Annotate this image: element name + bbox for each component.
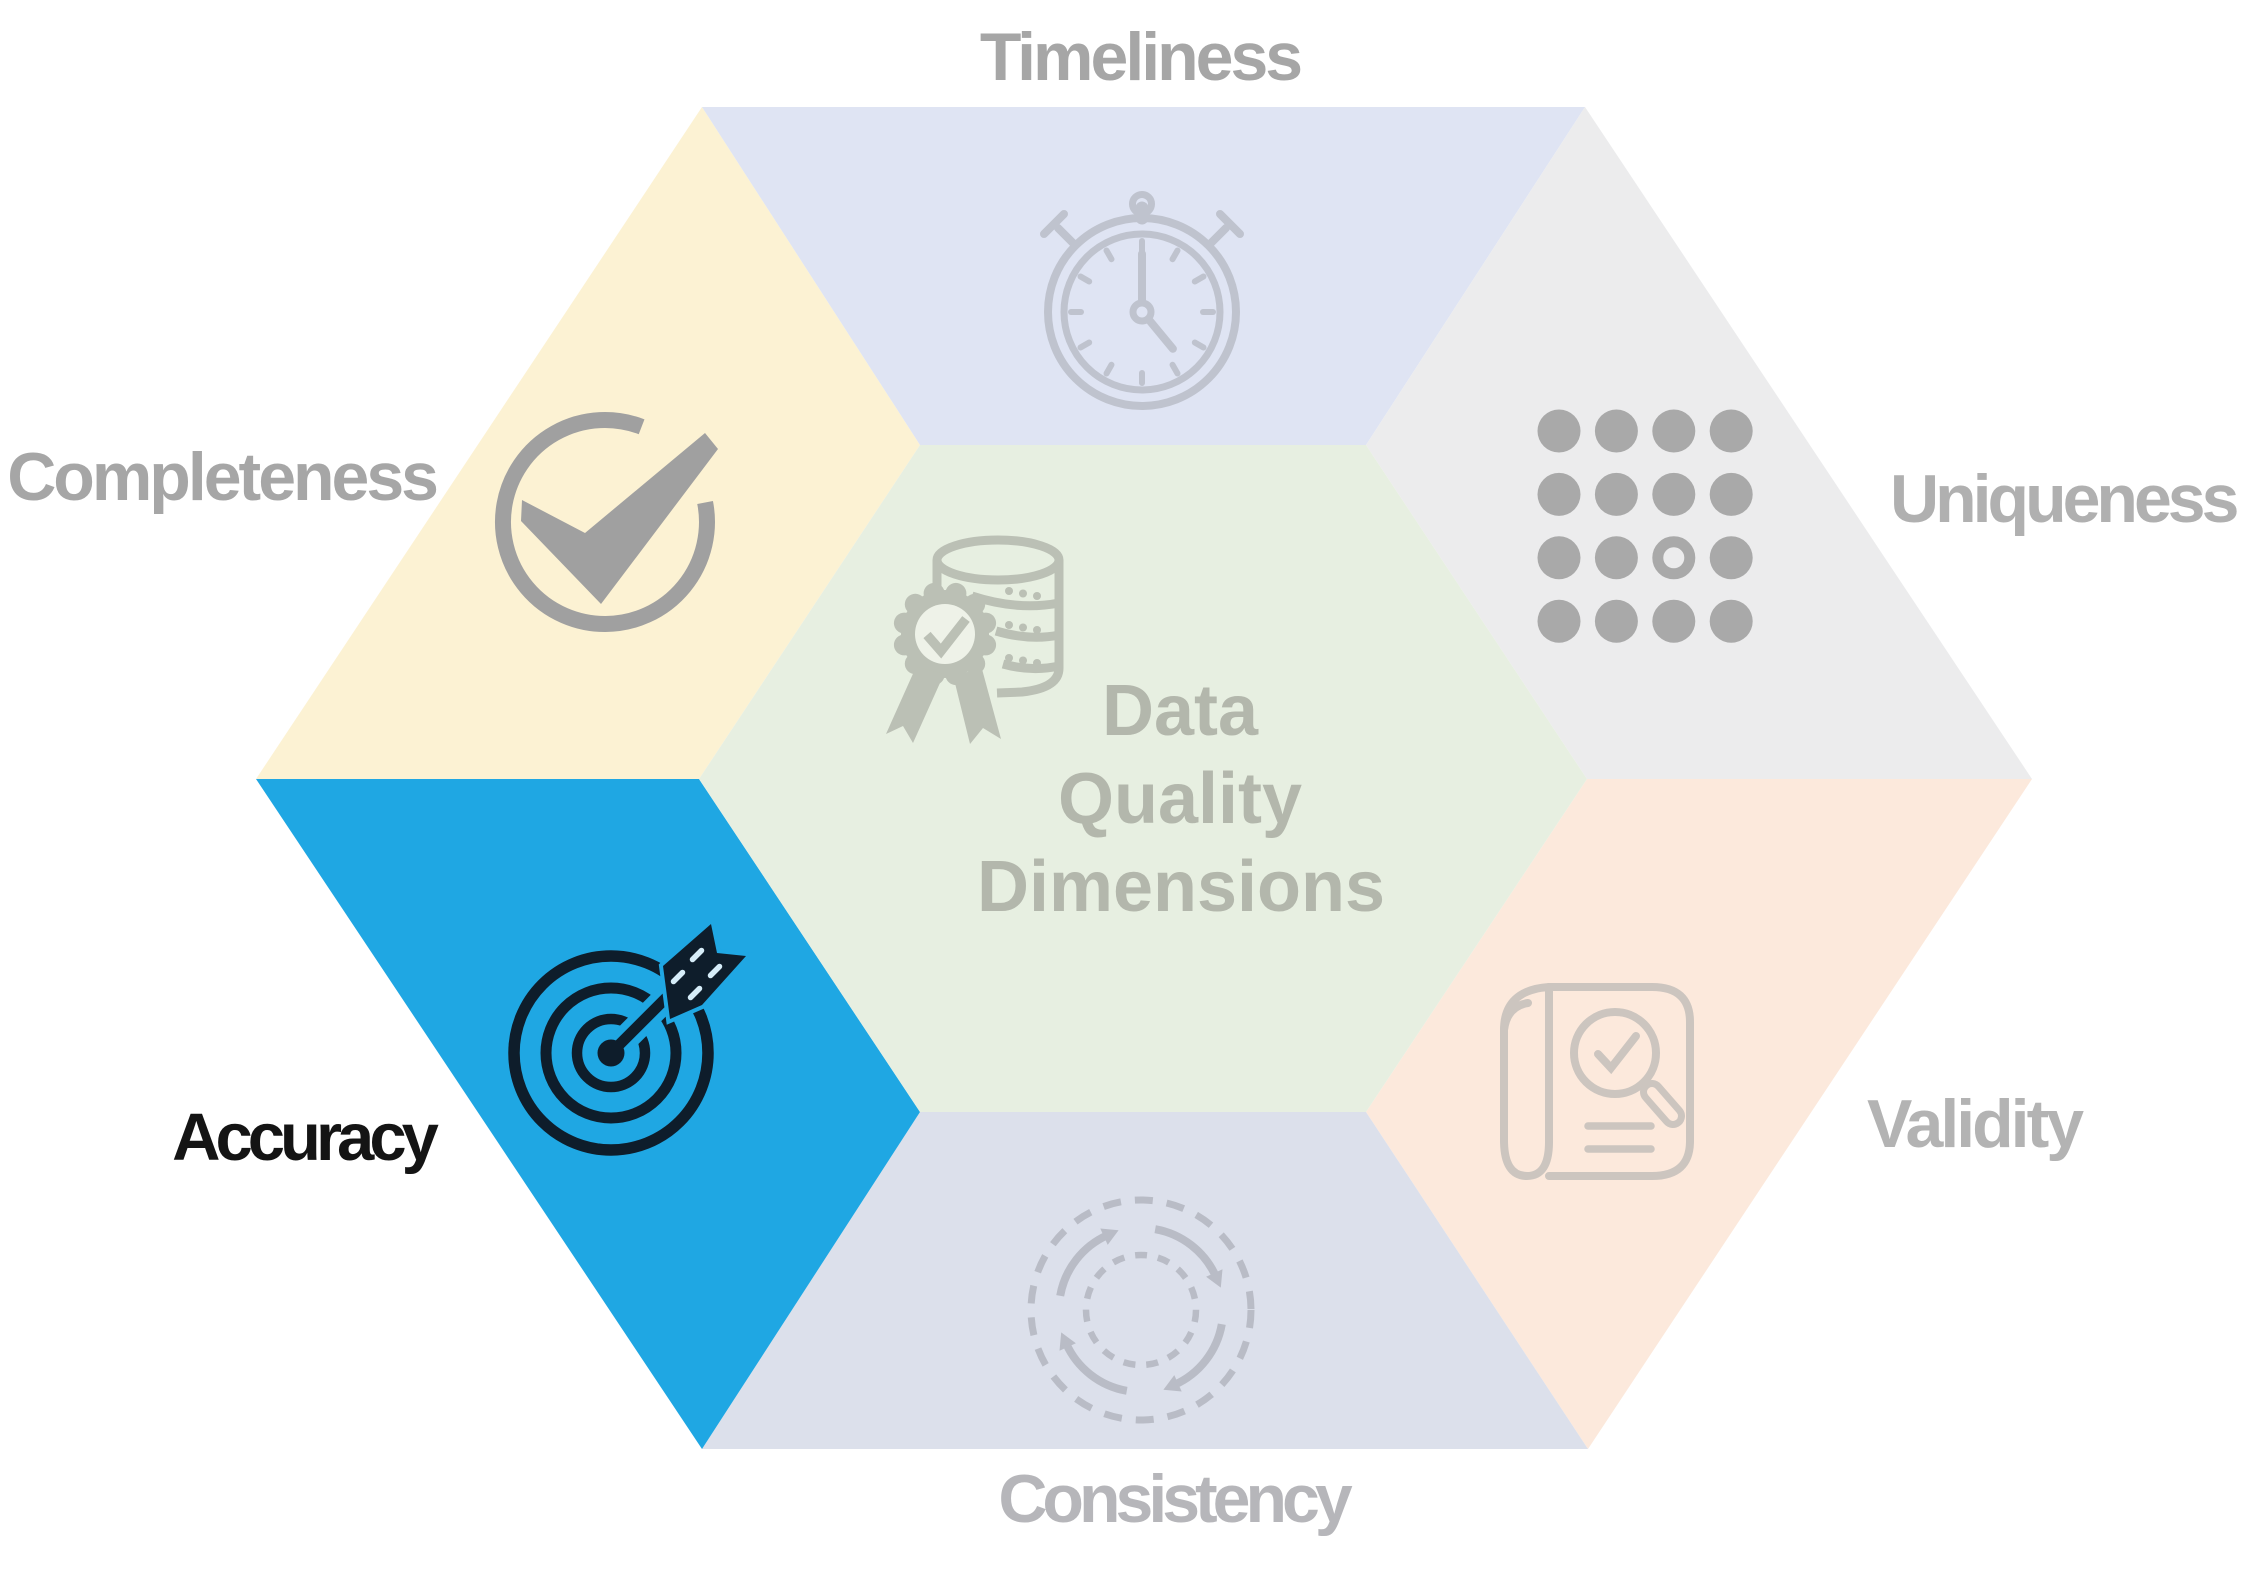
svg-text:Accuracy: Accuracy (172, 1100, 438, 1175)
svg-text:Uniqueness: Uniqueness (1890, 461, 2238, 537)
svg-text:Validity: Validity (1867, 1086, 2084, 1162)
svg-text:Dimensions: Dimensions (977, 847, 1385, 927)
svg-text:Timeliness: Timeliness (980, 19, 1301, 95)
svg-text:Consistency: Consistency (998, 1461, 1353, 1537)
svg-text:Quality: Quality (1058, 759, 1302, 839)
svg-text:Completeness: Completeness (7, 439, 437, 515)
svg-text:Data: Data (1102, 671, 1259, 751)
